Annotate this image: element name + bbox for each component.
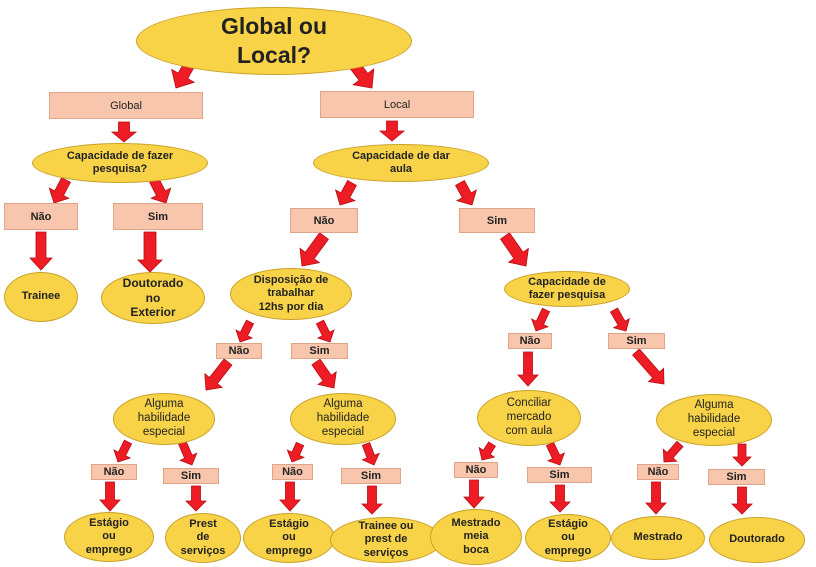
skill1-yes-box: Sim: [163, 468, 219, 484]
flow-arrow-19: [517, 351, 539, 387]
local-box: Local: [320, 91, 474, 118]
leaf-internship-or-job-1: Estágio ou emprego: [64, 512, 154, 562]
flow-arrow-9: [334, 180, 357, 206]
skill2-no-box: Não: [272, 464, 313, 480]
flow-arrow-20: [632, 348, 665, 385]
leaf-internship-or-job-3: Estágio ou emprego: [525, 514, 611, 562]
research-yes-box: Sim: [608, 333, 665, 349]
flow-arrow-22: [177, 439, 198, 466]
flow-arrow-25: [478, 441, 496, 461]
flow-arrow-11: [299, 232, 329, 267]
leaf-service-provision: Prest de serviços: [165, 513, 241, 563]
reconcile-market-teaching-node: Conciliar mercado com aula: [477, 390, 581, 446]
flow-arrow-33: [463, 479, 485, 509]
root-node: Global ou Local?: [136, 7, 412, 75]
flow-arrow-8: [137, 231, 163, 273]
skill3-no-box: Não: [637, 464, 679, 480]
flow-arrow-16: [609, 307, 630, 332]
local-yes-box: Sim: [459, 208, 535, 233]
flow-arrow-26: [545, 441, 566, 466]
flow-arrow-17: [204, 358, 233, 391]
local-research-capacity-node: Capacidade de fazer pesquisa: [504, 271, 630, 307]
special-skill-node-1: Alguma habilidade especial: [113, 393, 215, 445]
local-no-box: Não: [290, 208, 358, 233]
flow-arrow-4: [378, 120, 406, 142]
leaf-internship-or-job-2: Estágio ou emprego: [243, 513, 335, 563]
work-availability-node: Disposição de trabalhar 12hs por dia: [230, 268, 352, 320]
flow-arrow-27: [662, 440, 684, 463]
skill3-yes-box: Sim: [708, 469, 765, 485]
flow-arrow-10: [455, 180, 478, 206]
leaf-trainee-or-service: Trainee ou prest de serviços: [330, 517, 442, 563]
flow-arrow-36: [731, 486, 753, 515]
flow-arrow-23: [286, 441, 305, 463]
flow-arrow-35: [645, 481, 667, 515]
flow-arrow-29: [99, 481, 121, 512]
flow-arrow-5: [48, 177, 71, 204]
special-skill-node-2: Alguma habilidade especial: [290, 393, 396, 445]
reconcile-yes-box: Sim: [527, 467, 592, 483]
global-doctorate-leaf: Doutorado no Exterior: [101, 272, 205, 324]
flow-arrow-34: [549, 484, 571, 513]
flow-arrow-3: [110, 121, 138, 143]
global-yes-box: Sim: [113, 203, 203, 230]
global-trainee-leaf: Trainee: [4, 272, 78, 322]
flow-arrow-13: [235, 319, 255, 343]
global-no-box: Não: [4, 203, 78, 230]
availability-no-box: Não: [216, 343, 262, 359]
skill1-no-box: Não: [91, 464, 137, 480]
skill2-yes-box: Sim: [341, 468, 401, 484]
flow-arrow-32: [361, 485, 383, 515]
flow-arrow-14: [315, 319, 335, 343]
leaf-doctorate: Doutorado: [709, 517, 805, 563]
flow-arrow-28: [732, 443, 752, 467]
flow-arrow-15: [530, 307, 551, 332]
special-skill-node-3: Alguma habilidade especial: [656, 394, 772, 446]
flow-arrow-7: [29, 231, 53, 271]
availability-yes-box: Sim: [291, 343, 348, 359]
flow-arrow-18: [311, 358, 337, 389]
global-box: Global: [49, 92, 203, 119]
leaf-masters: Mestrado: [611, 516, 705, 560]
flow-arrow-12: [499, 232, 529, 267]
flow-arrow-24: [361, 442, 380, 466]
leaf-half-masters: Mestrado meia boca: [430, 509, 522, 565]
reconcile-no-box: Não: [454, 462, 498, 478]
research-no-box: Não: [508, 333, 552, 349]
teaching-capacity-node: Capacidade de dar aula: [313, 144, 489, 182]
flow-arrow-31: [279, 481, 301, 512]
global-research-capacity-node: Capacidade de fazer pesquisa?: [32, 143, 208, 183]
flow-arrow-21: [113, 439, 133, 463]
flow-arrow-30: [185, 485, 207, 512]
